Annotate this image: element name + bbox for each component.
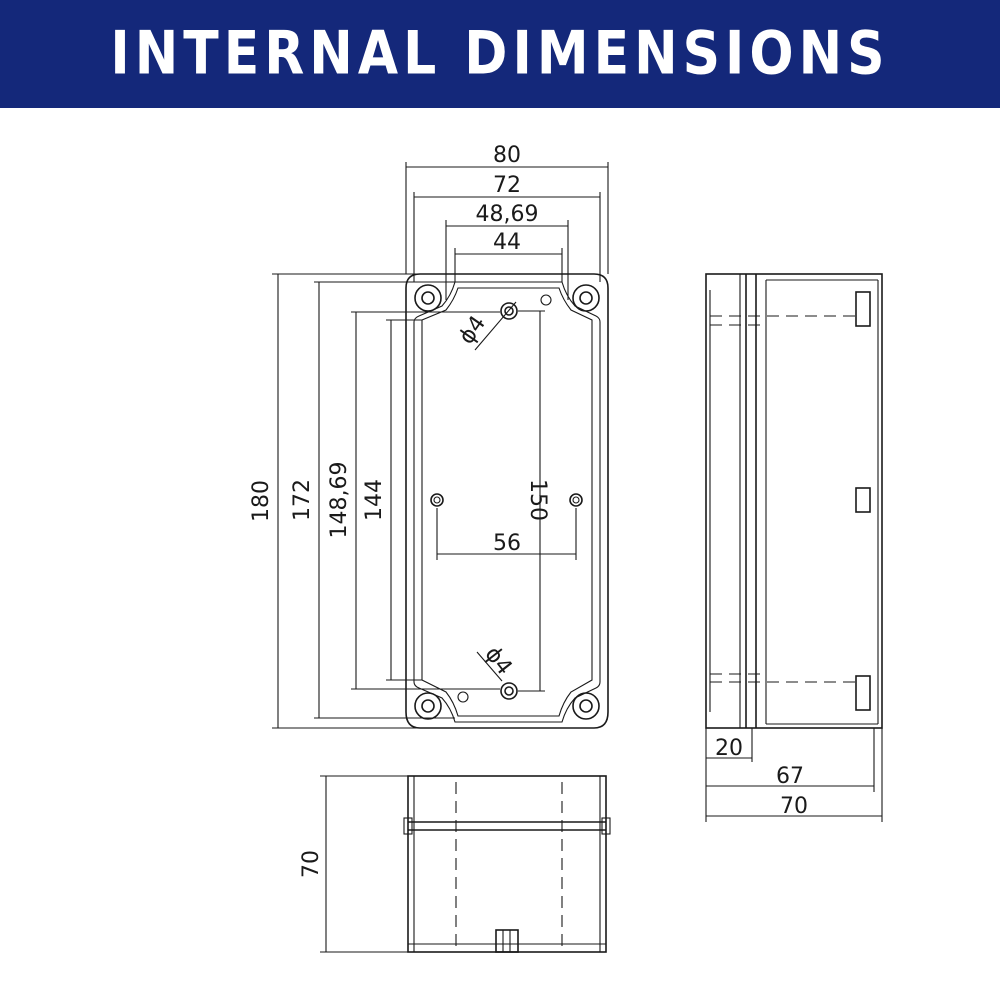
front-outline — [405, 273, 609, 729]
dim-label-20: 20 — [715, 736, 743, 761]
side-dimensions — [705, 728, 883, 822]
front-inner-wall — [413, 281, 601, 723]
latch-icon — [855, 487, 871, 513]
small-hole-icon — [457, 691, 469, 703]
dim-label-148-69: 148,69 — [327, 462, 352, 539]
corner-screw-icon — [414, 284, 442, 312]
mounting-hole-icon — [500, 302, 518, 320]
dim-label-172: 172 — [290, 479, 315, 521]
dim-label-44: 44 — [493, 230, 521, 255]
front-inner-wall-2 — [421, 287, 593, 717]
dim-label-150: 150 — [525, 479, 550, 521]
latch-icon — [855, 675, 871, 711]
corner-screw-icon — [414, 692, 442, 720]
mounting-hole-icon — [500, 682, 518, 700]
technical-drawing: 80 72 48,69 44 56 ϕ4 ϕ4 180 172 148,69 1… — [249, 143, 883, 953]
dim-label-72: 72 — [493, 173, 521, 198]
dim-label-70-depth: 70 — [299, 850, 324, 878]
dim-label-70-side: 70 — [780, 794, 808, 819]
front-view — [405, 273, 609, 729]
hole-leader-bottom — [476, 651, 503, 682]
corner-screw-icon — [572, 284, 600, 312]
bottom-dimensions — [320, 775, 408, 953]
bottom-view — [403, 775, 611, 953]
horizontal-dimensions — [405, 162, 609, 300]
hole-leader-top — [474, 301, 517, 351]
side-view — [705, 273, 883, 729]
slot-icon — [495, 929, 519, 953]
small-hole-icon — [540, 294, 552, 306]
dim-label-80: 80 — [493, 143, 521, 168]
dim-label-144: 144 — [362, 479, 387, 521]
page-title: INTERNAL DIMENSIONS — [110, 19, 890, 89]
corner-screw-icon — [572, 692, 600, 720]
boss-icon — [430, 493, 444, 507]
header-banner: INTERNAL DIMENSIONS — [0, 0, 1000, 108]
dim-label-hole-bottom: ϕ4 — [479, 642, 516, 680]
boss-icon — [569, 493, 583, 507]
dim-label-67: 67 — [776, 764, 804, 789]
dim-label-180: 180 — [249, 480, 274, 522]
dim-label-48-69: 48,69 — [476, 202, 539, 227]
latch-icon — [855, 291, 871, 327]
dim-label-hole-top: ϕ4 — [454, 311, 491, 349]
vertical-dimensions — [272, 273, 577, 729]
dim-label-56: 56 — [493, 531, 521, 556]
